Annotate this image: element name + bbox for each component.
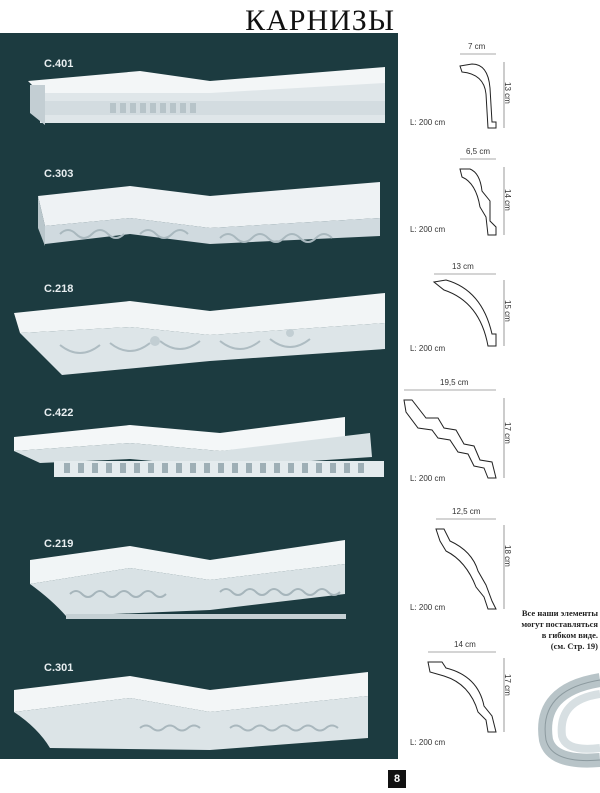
page-title: КАРНИЗЫ <box>245 4 395 37</box>
product-photo-panel: C.401 C.303 C.218 <box>0 33 398 759</box>
profile-c303: 6,5 cm 14 cm L: 200 cm <box>400 143 530 265</box>
cornice-c218-photo <box>14 293 385 375</box>
profile-c301: 14 cm 17 cm L: 200 cm <box>400 636 530 758</box>
cornice-c422: C.422 <box>0 403 398 521</box>
profile-length: L: 200 cm <box>410 603 446 612</box>
profile-c422: 19,5 cm 17 cm L: 200 cm <box>400 378 530 500</box>
cornice-code: C.218 <box>44 283 74 295</box>
profile-width: 13 cm <box>452 262 474 271</box>
note-line: в гибком виде. <box>541 630 598 640</box>
note-line: Все наши элементы <box>521 608 598 618</box>
profile-length: L: 200 cm <box>410 344 446 353</box>
profile-width: 19,5 cm <box>440 378 469 387</box>
cornice-c303: C.303 <box>0 168 398 286</box>
cornice-c219-photo <box>30 540 346 619</box>
profile-width: 7 cm <box>468 42 486 51</box>
profile-length: L: 200 cm <box>410 118 446 127</box>
cornice-code: C.422 <box>44 407 74 419</box>
profile-length: L: 200 cm <box>410 225 446 234</box>
profile-c401: 7 cm 13 cm L: 200 cm <box>400 38 530 160</box>
cornice-c301-photo <box>14 672 368 750</box>
profile-c422-drawing <box>403 389 505 479</box>
profile-c219-drawing <box>435 518 505 610</box>
note-line: (см. Стр. 19) <box>550 641 598 651</box>
profile-width: 12,5 cm <box>452 507 481 516</box>
cornice-c218: C.218 <box>0 283 398 401</box>
profile-width: 14 cm <box>454 640 476 649</box>
profile-width: 6,5 cm <box>466 147 491 156</box>
profile-c303-drawing <box>459 158 505 236</box>
cornice-c303-photo <box>38 182 380 246</box>
cornice-c422-photo <box>14 417 384 477</box>
note-line: могут поставляться <box>521 619 598 629</box>
cornice-code: C.301 <box>44 662 74 674</box>
page-number: 8 <box>388 770 406 788</box>
profile-length: L: 200 cm <box>410 474 446 483</box>
profile-c219: 12,5 cm 18 cm L: 200 cm <box>400 505 530 627</box>
profile-c218: 13 cm 15 cm L: 200 cm <box>400 258 530 380</box>
flexible-note: Все наши элементы могут поставляться в г… <box>510 608 598 652</box>
cornice-c301: C.301 <box>0 656 398 774</box>
profile-c218-drawing <box>432 273 505 347</box>
cornice-c219: C.219 <box>0 530 398 648</box>
cornice-code: C.401 <box>44 58 74 70</box>
flexible-cornice-photo <box>538 673 600 768</box>
profile-c401-drawing <box>459 53 505 129</box>
cornice-code: C.303 <box>44 168 74 180</box>
cornice-c401: C.401 <box>0 53 398 171</box>
cornice-code: C.219 <box>44 538 74 550</box>
profile-length: L: 200 cm <box>410 738 446 747</box>
profile-c301-drawing <box>427 651 505 733</box>
cornice-c401-photo <box>28 67 385 125</box>
